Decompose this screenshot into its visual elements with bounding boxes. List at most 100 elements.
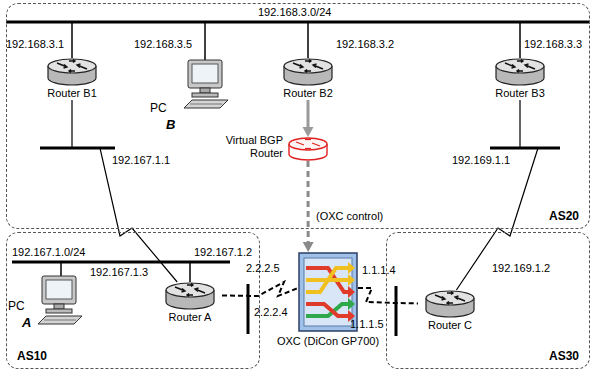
icon-part (192, 93, 218, 97)
icon-part (187, 284, 193, 287)
icon-part (57, 63, 67, 68)
device-name: OXC (DiCon GP700) (277, 335, 379, 348)
ip-address: 192.167.1.1 (112, 154, 170, 167)
icon-part (293, 63, 303, 68)
as-label: AS20 (549, 210, 579, 223)
icon-part (46, 280, 72, 299)
icon-part (312, 143, 320, 146)
router-name: Router B3 (495, 87, 545, 100)
icon-part (348, 286, 355, 298)
icon-part (505, 63, 515, 68)
icon-part (299, 253, 357, 331)
icon-part (44, 320, 76, 321)
as-label: AS10 (17, 350, 47, 363)
router-node: Router C (418, 290, 482, 332)
oxc-node: OXC (DiCon GP700) (298, 252, 358, 332)
link-line (72, 100, 177, 282)
oxc-switch-icon (298, 252, 358, 332)
icon-part (284, 59, 332, 73)
icon-part (348, 262, 355, 322)
icon-part (289, 138, 327, 150)
ip-address: 192.168.3.0/24 (258, 6, 331, 19)
icon-part (69, 70, 75, 73)
icon-part (38, 316, 82, 324)
drop-line (519, 22, 521, 58)
drop-line (60, 262, 62, 276)
icon-part (188, 60, 222, 88)
ip-address: 192.167.1.2 (194, 246, 252, 259)
pc-node: PCA (6, 272, 86, 336)
icon-part (69, 60, 75, 63)
icon-part (313, 64, 323, 69)
router-name: Router C (428, 319, 472, 332)
pc-icon (180, 56, 230, 112)
link-line (358, 288, 418, 303)
icon-part (48, 59, 96, 73)
ip-address: 192.167.1.3 (90, 266, 148, 279)
pc-icon (34, 272, 84, 328)
icon-part (57, 60, 87, 73)
drop-line (71, 22, 73, 58)
icon-part (77, 64, 87, 69)
router-name: Router B2 (283, 87, 333, 100)
icon-part (46, 309, 72, 313)
link-line (307, 100, 310, 128)
icon-part (42, 276, 76, 304)
icon-part (505, 60, 535, 73)
arrow-head (303, 242, 314, 252)
icon-part (296, 142, 304, 145)
icon-part (304, 258, 352, 326)
router-icon (283, 58, 333, 86)
icon-part (184, 100, 228, 108)
ip-address: 192.168.3.3 (524, 38, 582, 51)
icon-part (192, 64, 218, 83)
icon-part (517, 60, 523, 63)
router-icon (495, 58, 545, 86)
router-icon (165, 282, 215, 310)
edge-label: (OXC control) (314, 210, 385, 223)
router-name: Virtual BGP Router (203, 134, 283, 160)
router-name: Router A (169, 311, 212, 324)
icon-part (426, 291, 474, 305)
drop-line (189, 262, 191, 282)
ip-address: 2.2.2.4 (254, 306, 288, 319)
icon-part (54, 304, 64, 309)
icon-part (306, 304, 350, 316)
icon-part (447, 292, 453, 295)
virtual-router-icon (288, 137, 328, 161)
icon-part (306, 268, 350, 292)
link-line (222, 282, 298, 296)
icon-part (517, 70, 523, 73)
interface-bar (395, 286, 398, 336)
drop-line (204, 22, 206, 60)
as-label: AS30 (549, 350, 579, 363)
icon-part (175, 284, 205, 297)
icon-part (435, 292, 465, 305)
icon-part (455, 296, 465, 301)
as-region: AS20Router B1PCBRouter B2Router B3Virtua… (6, 3, 590, 229)
ip-address: 2.2.2.5 (246, 262, 280, 275)
icon-part (306, 268, 350, 292)
icon-part (6, 22, 590, 336)
router-node: Router A (158, 282, 222, 324)
pc-node: PCB (148, 56, 232, 134)
ip-address: 192.169.1.2 (492, 262, 550, 275)
as-region: AS30 Router C (386, 232, 590, 369)
lan-bus (6, 21, 590, 24)
icon-part (296, 140, 320, 149)
icon-part (306, 278, 350, 282)
ip-address: 192.168.3.2 (336, 38, 394, 51)
icon-part (305, 70, 311, 73)
icon-part (305, 139, 311, 140)
ip-address: 192.168.3.1 (6, 38, 64, 51)
lan-bus (12, 261, 230, 264)
icon-part (190, 104, 222, 105)
pc-label: PC (8, 300, 25, 313)
link-line (307, 161, 310, 243)
icon-part (187, 294, 193, 297)
arrow-head (303, 127, 314, 137)
icon-part (305, 148, 311, 149)
router-node: Router B3 (488, 58, 552, 100)
